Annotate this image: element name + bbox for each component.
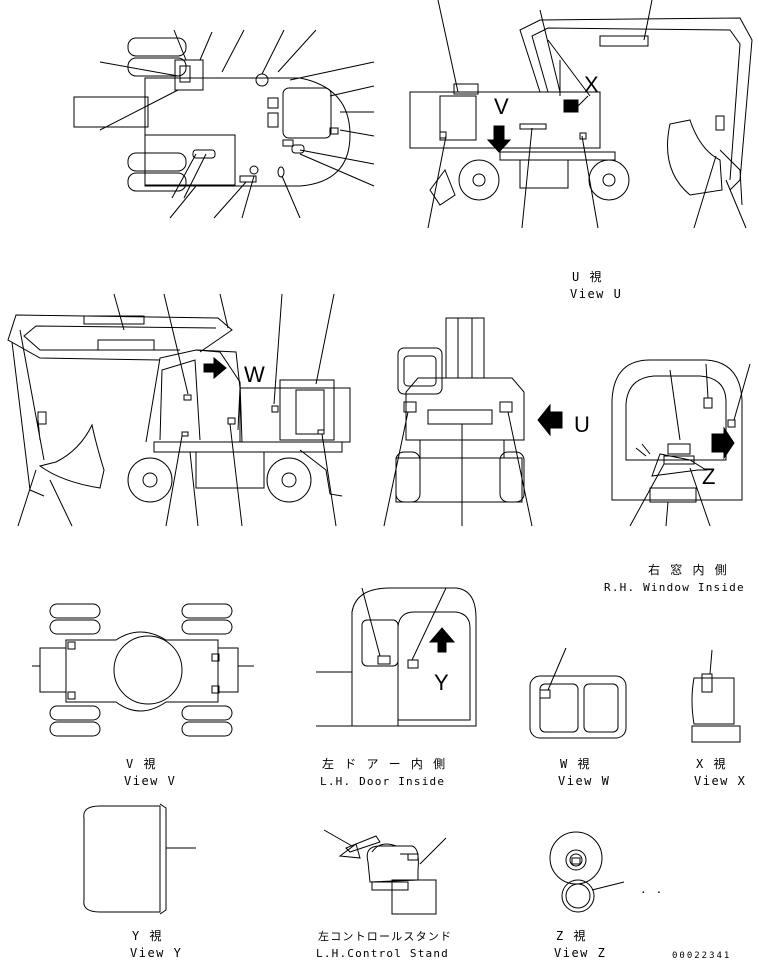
callout-ellipsis: . . <box>640 883 663 896</box>
caption-lh-door-en: L.H. Door Inside <box>320 775 445 788</box>
view-z-drawing <box>549 831 625 913</box>
letter-u: U <box>574 412 590 437</box>
top-plan-view <box>73 29 375 219</box>
caption-view-y-en: View Y <box>130 946 182 960</box>
caption-lh-door-jp: 左 ド ア ー 内 側 <box>322 756 447 771</box>
caption-view-w-jp: W 視 <box>560 756 591 771</box>
top-right-side-view <box>409 0 753 229</box>
caption-view-v-jp: V 視 <box>126 756 157 771</box>
view-x-drawing <box>691 649 741 743</box>
letter-z: Z <box>702 464 715 489</box>
caption-view-y-jp: Y 視 <box>132 928 163 943</box>
lh-door-inside <box>316 587 477 727</box>
letter-x: X <box>584 72 599 97</box>
middle-left-side-view <box>7 293 351 527</box>
caption-lh-stand-en: L.H.Control Stand <box>316 947 449 960</box>
lh-control-stand-drawing <box>323 829 447 915</box>
letter-w: W <box>244 362 265 387</box>
text-layer: V X W U Z Y U 視 View U 右 窓 内 側 R.H. Wind… <box>124 72 746 960</box>
letter-y: Y <box>434 670 449 695</box>
caption-view-u-jp: U 視 <box>572 269 603 284</box>
caption-view-x-en: View X <box>694 774 746 788</box>
rh-window-inside <box>611 359 751 527</box>
caption-view-v-en: View V <box>124 774 176 788</box>
view-w-drawing <box>529 647 627 739</box>
part-number: 00022341 <box>672 951 731 960</box>
letter-v: V <box>494 94 509 119</box>
caption-rh-window-jp: 右 窓 内 側 <box>648 562 728 577</box>
caption-view-z-jp: Z 視 <box>556 928 587 943</box>
caption-view-z-en: View Z <box>554 946 606 960</box>
caption-lh-stand-jp: 左コントロールスタンド <box>318 930 452 943</box>
caption-view-x-jp: X 視 <box>696 756 727 771</box>
middle-center-front-view <box>383 317 563 527</box>
caption-rh-window-en: R.H. Window Inside <box>604 581 745 594</box>
caption-view-u-en: View U <box>570 287 622 301</box>
view-y-drawing <box>83 803 196 915</box>
view-v-drawing <box>32 603 254 737</box>
caption-view-w-en: View W <box>558 774 610 788</box>
